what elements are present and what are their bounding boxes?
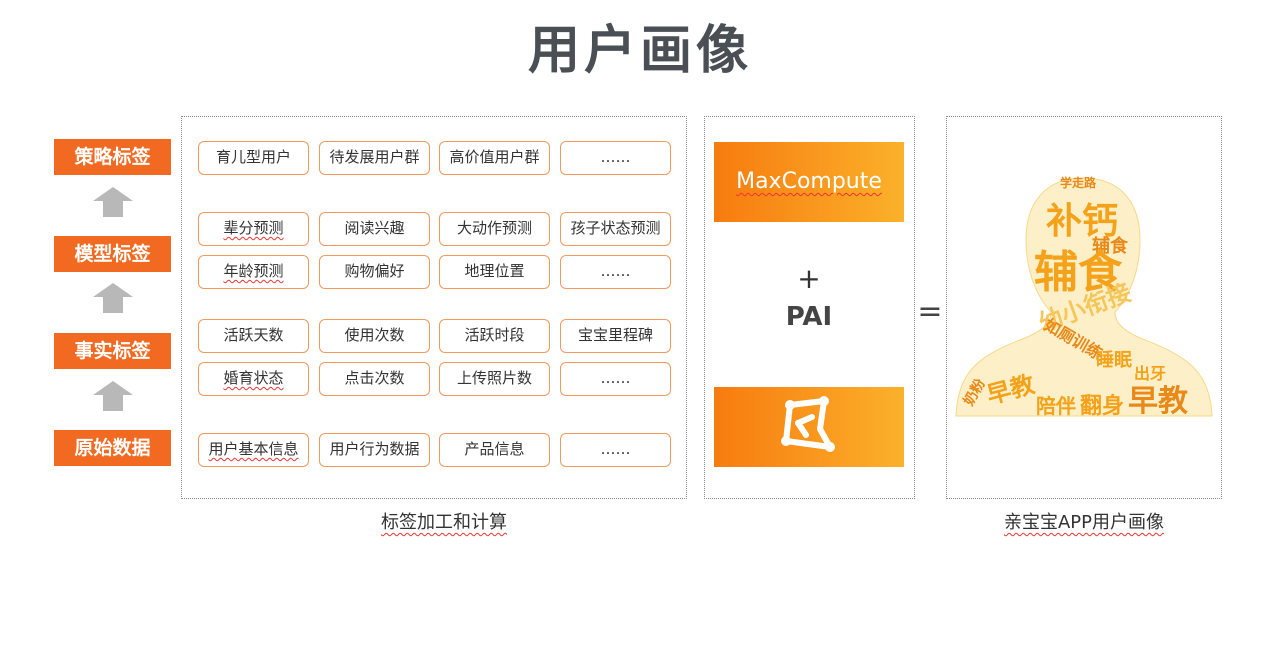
tag-item: 婚育状态	[198, 362, 309, 396]
tag-item: 宝宝里程碑	[560, 319, 671, 353]
compute-panel	[704, 116, 915, 499]
tag-item: 地理位置	[439, 255, 550, 289]
word-cloud-word: 睡眠	[1096, 350, 1132, 371]
profile-panel	[946, 116, 1222, 499]
tag-item: 用户基本信息	[198, 433, 309, 467]
word-cloud-word: 辅食	[1034, 247, 1122, 298]
label-strategy-tags: 策略标签	[54, 139, 171, 175]
tag-item: 高价值用户群	[439, 141, 550, 175]
tag-item: ……	[560, 141, 671, 175]
tag-item: ……	[560, 362, 671, 396]
pai-label: PAI	[785, 302, 833, 332]
tag-panel	[181, 116, 687, 499]
up-arrow-icon	[93, 283, 133, 313]
tag-item: 阅读兴趣	[319, 212, 430, 246]
tag-item: 年龄预测	[198, 255, 309, 289]
pai-logo-box	[714, 387, 904, 467]
profile-panel-caption: 亲宝宝APP用户画像	[1003, 512, 1165, 533]
tag-item: 育儿型用户	[198, 141, 309, 175]
user-silhouette-icon	[955, 177, 1213, 417]
word-cloud-word: 学走路	[1060, 176, 1097, 190]
tag-item: 使用次数	[319, 319, 430, 353]
equals-sign: =	[917, 294, 943, 329]
word-cloud-word: 补钙	[1046, 201, 1119, 242]
tag-item: 待发展用户群	[319, 141, 430, 175]
word-cloud-word: 出牙	[1134, 364, 1167, 383]
tag-item: 产品信息	[439, 433, 550, 467]
tag-panel-caption: 标签加工和计算	[381, 512, 507, 533]
up-arrow-icon	[93, 381, 133, 411]
tag-item: ……	[560, 433, 671, 467]
word-cloud-word: 辅食	[1092, 236, 1128, 257]
label-raw-data: 原始数据	[54, 430, 171, 466]
tag-item: 活跃天数	[198, 319, 309, 353]
tag-item: 用户行为数据	[319, 433, 430, 467]
pai-logo-icon	[781, 396, 835, 452]
page-title: 用户画像	[527, 21, 752, 81]
tag-item: 上传照片数	[439, 362, 550, 396]
label-fact-tags: 事实标签	[54, 333, 171, 369]
word-cloud-word: 翻身	[1080, 394, 1125, 419]
plus-sign: +	[797, 262, 821, 295]
word-cloud-word: 陪伴	[1036, 394, 1076, 418]
up-arrow-icon	[93, 187, 133, 217]
tag-item: 辈分预测	[198, 212, 309, 246]
label-model-tags: 模型标签	[54, 236, 171, 272]
maxcompute-box: MaxCompute	[714, 142, 904, 222]
tag-item: 孩子状态预测	[560, 212, 671, 246]
tag-item: 大动作预测	[439, 212, 550, 246]
user-profile-word-cloud: 学走路 补钙 辅食 辅食 幼小衔接 如厕训练 睡眠 出牙 早教 奶粉 陪伴 翻身…	[950, 170, 1216, 420]
tag-item: 活跃时段	[439, 319, 550, 353]
tag-item: 点击次数	[319, 362, 430, 396]
tag-item: 购物偏好	[319, 255, 430, 289]
tag-item: ……	[560, 255, 671, 289]
word-cloud-word: 早教	[1128, 384, 1188, 419]
